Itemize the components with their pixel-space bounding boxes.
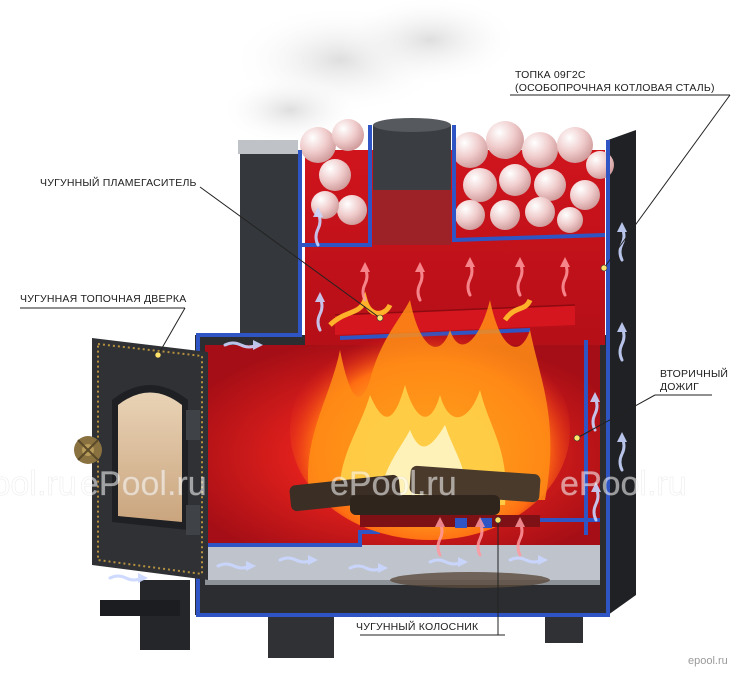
sauna-stones [300, 119, 614, 233]
steam-cloud [220, 0, 520, 145]
watermark: ePool.ru [330, 465, 457, 503]
label-firebox-steel-detail: (ОСОБОПРОЧНАЯ КОТЛОВАЯ СТАЛЬ) [515, 82, 715, 94]
cast-iron-door [92, 338, 208, 616]
watermark: ePool.ru [560, 465, 687, 503]
label-grate: ЧУГУННЫЙ КОЛОСНИК [356, 620, 479, 633]
leader-lines [20, 94, 731, 636]
chimney-pipe [373, 118, 451, 245]
door-handle-icon [74, 436, 102, 464]
label-afterburn: ВТОРИЧНЫЙ [660, 367, 728, 380]
label-flame-arrester: ЧУГУННЫЙ ПЛАМЕГАСИТЕЛЬ [40, 176, 197, 189]
cast-iron-grate [360, 515, 540, 528]
leader-dots [154, 264, 608, 524]
label-firebox-door: ЧУГУННАЯ ТОПОЧНАЯ ДВЕРКА [20, 293, 186, 305]
firewood-logs [289, 465, 541, 515]
label-firebox-steel: ТОПКА 09Г2С [515, 69, 586, 81]
watermark-layer: ePool.ru ePool.ru ePool.ru ePool.ru [0, 465, 687, 504]
label-afterburn-detail: ДОЖИГ [660, 381, 699, 393]
watermark: ePool.ru [0, 465, 77, 503]
site-logo: epool.ru [688, 655, 728, 667]
watermark: ePool.ru [80, 465, 207, 503]
